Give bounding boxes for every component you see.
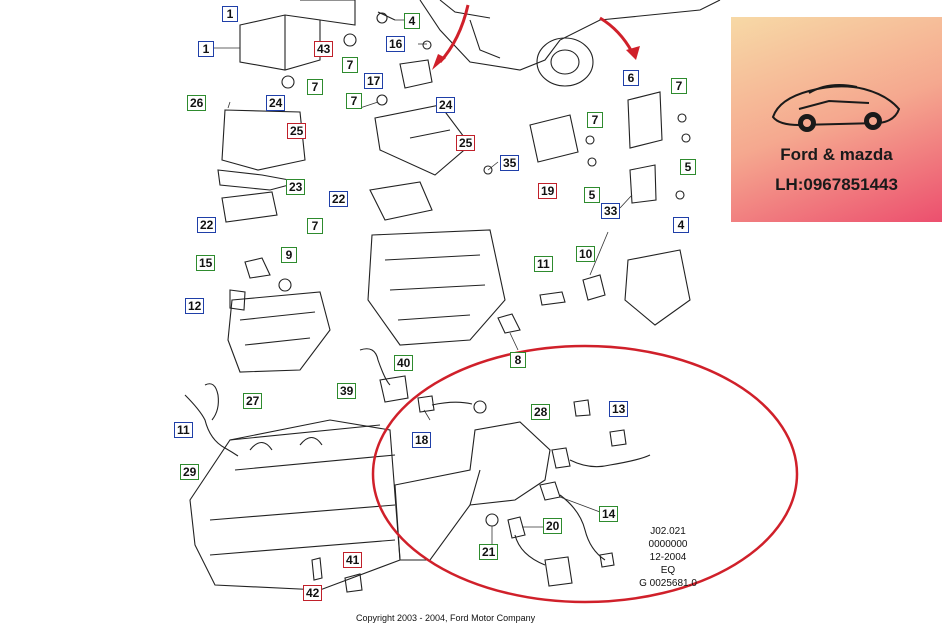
callout-15: 15 <box>196 255 216 271</box>
callout-7-a: 7 <box>307 79 323 95</box>
callout-12: 12 <box>185 298 205 314</box>
callout-20: 20 <box>543 518 563 534</box>
callout-10: 10 <box>576 246 596 262</box>
callout-11-left: 11 <box>174 422 193 438</box>
callout-7-c: 7 <box>671 78 687 94</box>
callout-4-right: 4 <box>673 217 689 233</box>
callout-16: 16 <box>386 36 406 52</box>
copyright-text: Copyright 2003 - 2004, Ford Motor Compan… <box>356 613 536 623</box>
callout-13: 13 <box>609 401 629 417</box>
callout-33: 33 <box>601 203 621 219</box>
callout-9: 9 <box>281 247 297 263</box>
callout-19: 19 <box>538 183 558 199</box>
ad-phone-text: LH:0967851443 <box>775 175 898 194</box>
doc-code-line: 12-2004 <box>649 552 687 563</box>
callout-14: 14 <box>599 506 619 522</box>
doc-code-line: J02.021 <box>650 526 686 537</box>
callout-24-center: 24 <box>436 97 456 113</box>
callout-7-f: 7 <box>307 218 323 234</box>
callout-26: 26 <box>187 95 207 111</box>
callout-39: 39 <box>337 383 357 399</box>
doc-code-line: EQ <box>660 565 676 576</box>
document-code: J02.021 0000000 12-2004 EQ G 0025681.0 <box>628 525 708 590</box>
ad-brand-text: Ford & mazda <box>780 145 893 164</box>
callout-21: 21 <box>479 544 499 560</box>
callout-5-center: 5 <box>584 187 600 203</box>
callout-22-left: 22 <box>197 217 217 233</box>
callout-17: 17 <box>364 73 384 89</box>
callout-25-left: 25 <box>287 123 307 139</box>
callout-5-right: 5 <box>680 159 696 175</box>
sports-car-icon <box>771 84 901 132</box>
callout-7-d: 7 <box>346 93 362 109</box>
callout-35: 35 <box>500 155 520 171</box>
callout-4-top: 4 <box>404 13 420 29</box>
callout-23: 23 <box>286 179 306 195</box>
callout-7-b: 7 <box>342 57 358 73</box>
callout-24-left: 24 <box>266 95 286 111</box>
callout-25-center: 25 <box>456 135 476 151</box>
callout-1-top: 1 <box>222 6 238 22</box>
callout-22-center: 22 <box>329 191 349 207</box>
callout-41: 41 <box>343 552 363 568</box>
callout-7-e: 7 <box>587 112 603 128</box>
callout-29: 29 <box>180 464 200 480</box>
callout-8: 8 <box>510 352 526 368</box>
callout-27: 27 <box>243 393 263 409</box>
ad-banner: Ford & mazda LH:0967851443 <box>731 17 942 222</box>
callout-11-right: 11 <box>534 256 553 272</box>
callout-40: 40 <box>394 355 414 371</box>
callout-18: 18 <box>412 432 432 448</box>
doc-code-line: 0000000 <box>648 539 688 550</box>
callout-42: 42 <box>303 585 323 601</box>
doc-code-line: G 0025681.0 <box>639 578 697 589</box>
callout-43: 43 <box>314 41 334 57</box>
callout-6: 6 <box>623 70 639 86</box>
callout-1-left: 1 <box>198 41 214 57</box>
callout-28: 28 <box>531 404 551 420</box>
